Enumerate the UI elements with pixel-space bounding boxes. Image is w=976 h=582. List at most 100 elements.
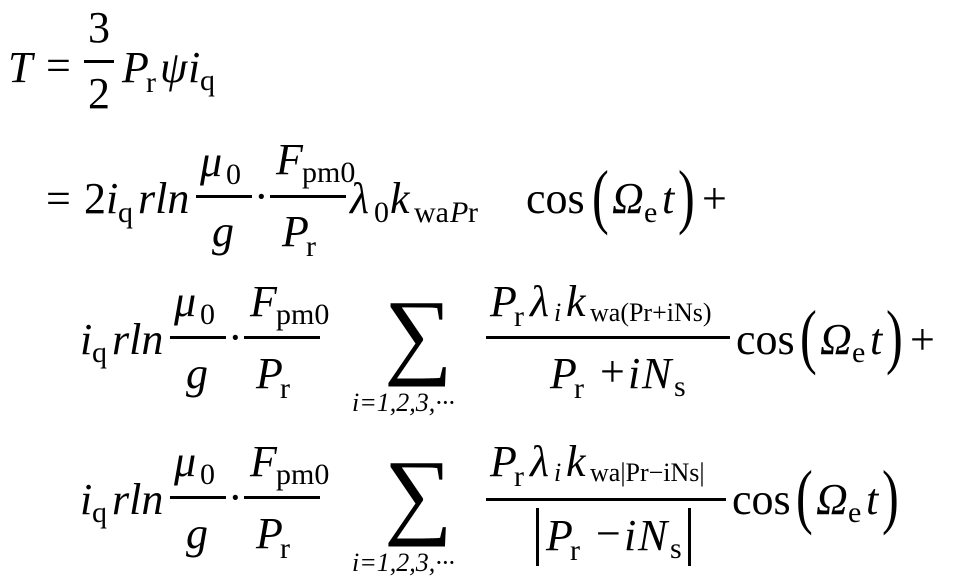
summation-sign: ∑ xyxy=(384,280,453,387)
lambda-symbol: λ xyxy=(530,277,550,326)
k-symbol: k xyxy=(566,277,586,326)
summation-sign: ∑ xyxy=(384,440,453,547)
t-symbol: t xyxy=(866,475,879,524)
s-subscript: s xyxy=(670,532,682,565)
g-symbol: g xyxy=(186,509,208,558)
cos-function: cos xyxy=(736,315,795,364)
e-subscript: e xyxy=(848,496,862,529)
P-symbol: P xyxy=(546,511,573,560)
q-subscript: q xyxy=(92,496,107,529)
P-symbol: P xyxy=(550,349,577,398)
summation-index: i=1,2,3,··· xyxy=(352,388,455,417)
r-subscript: r xyxy=(306,230,316,263)
t-symbol: t xyxy=(662,174,675,223)
q-subscript: q xyxy=(118,196,133,229)
lambda-symbol: λ xyxy=(350,174,370,223)
mu-subscript: 0 xyxy=(226,158,241,191)
left-paren: ( xyxy=(796,456,813,536)
dot-operator: · xyxy=(228,313,243,362)
mu-subscript: 0 xyxy=(200,458,215,491)
r-subscript: r xyxy=(574,372,584,405)
F-symbol: F xyxy=(250,277,277,326)
i-symbol: i xyxy=(188,43,201,92)
mu-symbol: μ xyxy=(174,437,197,486)
torque-symbol: T xyxy=(8,43,33,92)
r-subscript: r xyxy=(146,66,156,99)
mu-symbol: μ xyxy=(200,137,223,186)
plus-sign: + xyxy=(702,174,727,223)
fraction-numerator: 3 xyxy=(88,3,110,52)
mu-symbol: μ xyxy=(174,277,197,326)
right-paren: ) xyxy=(882,456,899,536)
F-symbol: F xyxy=(276,135,303,184)
right-paren: ) xyxy=(886,296,903,376)
pm0-subscript: pm0 xyxy=(276,298,330,331)
t-symbol: t xyxy=(870,315,883,364)
equals-sign: = xyxy=(46,41,71,90)
i-symbol: i xyxy=(80,475,93,524)
r-subscript: r xyxy=(468,196,478,229)
rln-symbols: rln xyxy=(138,174,190,223)
k-subscript: wa(Pr+iNs) xyxy=(590,298,712,327)
k-symbol: k xyxy=(390,174,410,223)
cos-function: cos xyxy=(526,174,585,223)
r-subscript: r xyxy=(570,534,580,567)
fraction-bar xyxy=(170,496,226,499)
g-symbol: g xyxy=(212,207,234,256)
lambda-subscript: i xyxy=(554,458,562,487)
wa-subscript: wa xyxy=(414,196,449,229)
P-symbol: P xyxy=(256,509,283,558)
g-symbol: g xyxy=(186,349,208,398)
k-symbol: k xyxy=(566,437,586,486)
P-subscript: P xyxy=(450,196,469,229)
omega-symbol: Ω xyxy=(816,475,848,524)
q-subscript: q xyxy=(200,64,215,97)
rln-symbols: rln xyxy=(112,475,164,524)
fraction-bar xyxy=(84,60,114,63)
psi-symbol: ψ xyxy=(160,43,188,92)
pm0-subscript: pm0 xyxy=(276,458,330,491)
s-subscript: s xyxy=(674,370,686,403)
r-subscript: r xyxy=(514,460,524,493)
F-symbol: F xyxy=(250,437,277,486)
dot-operator: · xyxy=(228,473,243,522)
i-symbol: i xyxy=(628,349,641,398)
lambda-symbol: λ xyxy=(530,437,550,486)
fraction-bar xyxy=(486,336,730,339)
fraction-bar xyxy=(196,195,252,198)
P-symbol: P xyxy=(490,277,517,326)
fraction-bar xyxy=(244,336,320,339)
r-subscript: r xyxy=(280,532,290,565)
fraction-bar xyxy=(244,496,320,499)
q-subscript: q xyxy=(92,336,107,369)
N-symbol: N xyxy=(642,349,672,398)
e-subscript: e xyxy=(644,196,658,229)
r-subscript: r xyxy=(514,300,524,333)
plus-sign: + xyxy=(910,315,935,364)
fraction-bar xyxy=(486,498,726,501)
right-paren: ) xyxy=(678,156,695,236)
plus-sign: + xyxy=(600,347,625,396)
lambda-subscript: 0 xyxy=(374,196,389,229)
i-symbol: i xyxy=(80,315,93,364)
equals-sign: = xyxy=(46,174,71,223)
rln-symbols: rln xyxy=(112,315,164,364)
fraction-bar xyxy=(170,336,226,339)
omega-symbol: Ω xyxy=(820,315,852,364)
P-symbol: P xyxy=(490,437,517,486)
e-subscript: e xyxy=(852,336,866,369)
k-subscript: wa|Pr−iNs| xyxy=(590,458,705,487)
cos-function: cos xyxy=(732,475,791,524)
mu-subscript: 0 xyxy=(200,298,215,331)
lambda-subscript: i xyxy=(554,298,562,327)
omega-symbol: Ω xyxy=(612,174,644,223)
i-symbol: i xyxy=(106,174,119,223)
fraction-bar xyxy=(270,195,346,198)
i-symbol: i xyxy=(624,511,637,560)
summation-index: i=1,2,3,··· xyxy=(352,548,455,577)
pm0-subscript: pm0 xyxy=(302,156,356,189)
left-paren: ( xyxy=(592,156,609,236)
N-symbol: N xyxy=(638,511,668,560)
r-subscript: r xyxy=(280,372,290,405)
